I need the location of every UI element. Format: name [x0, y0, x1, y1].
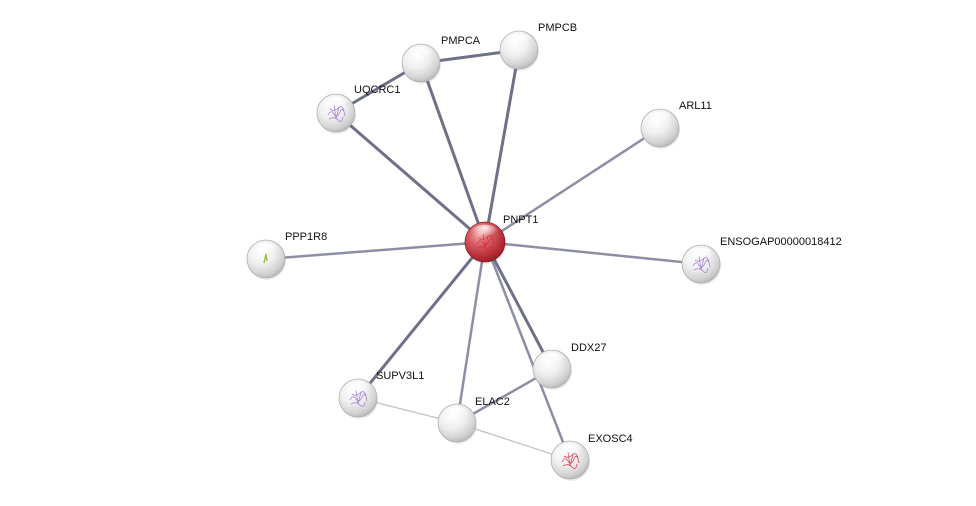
node-ppp1r8[interactable]: PPP1R8 — [246, 231, 327, 280]
node-label-ensogap: ENSOGAP00000018412 — [720, 236, 842, 248]
node-label-exosc4: EXOSC4 — [588, 433, 633, 445]
edge-pnpt1-elac2[interactable] — [455, 240, 487, 425]
node-highlight — [556, 443, 584, 460]
node-label-ppp1r8: PPP1R8 — [285, 231, 327, 243]
node-supv3l1[interactable]: SUPV3L1 — [338, 370, 424, 419]
node-highlight — [322, 96, 350, 113]
node-label-elac2: ELAC2 — [475, 396, 510, 408]
node-highlight — [443, 406, 471, 423]
node-label-supv3l1: SUPV3L1 — [376, 370, 424, 382]
node-label-pmpca: PMPCA — [441, 35, 481, 47]
node-pmpcb[interactable]: PMPCB — [499, 22, 577, 71]
edge-pnpt1-uqcrc1[interactable] — [334, 111, 487, 244]
edge-pnpt1-pmpca[interactable] — [419, 61, 487, 244]
node-highlight — [471, 224, 499, 242]
node-highlight — [646, 111, 674, 128]
edge-pnpt1-ppp1r8[interactable] — [264, 240, 487, 261]
node-label-arl11: ARL11 — [679, 100, 712, 112]
node-highlight — [344, 381, 372, 398]
node-label-uqcrc1: UQCRC1 — [354, 84, 400, 96]
node-pnpt1[interactable]: PNPT1 — [464, 214, 538, 264]
edge-pnpt1-supv3l1[interactable] — [356, 240, 487, 400]
node-ddx27[interactable]: DDX27 — [532, 342, 606, 390]
edge-pnpt1-pmpcb[interactable] — [483, 48, 521, 244]
node-highlight — [407, 46, 435, 63]
edge-elac2-exosc4[interactable] — [456, 422, 571, 461]
node-pmpca[interactable]: PMPCA — [401, 35, 481, 84]
node-exosc4[interactable]: EXOSC4 — [550, 433, 633, 481]
node-label-pnpt1: PNPT1 — [503, 214, 538, 226]
node-ensogap[interactable]: ENSOGAP00000018412 — [681, 236, 842, 285]
node-highlight — [538, 352, 566, 369]
node-arl11[interactable]: ARL11 — [640, 100, 712, 149]
edge-pnpt1-arl11[interactable] — [483, 126, 662, 244]
node-label-ddx27: DDX27 — [571, 342, 606, 354]
node-highlight — [687, 247, 715, 264]
node-highlight — [505, 33, 533, 50]
node-highlight — [252, 242, 280, 259]
edge-pnpt1-ensogap[interactable] — [483, 240, 703, 266]
node-elac2[interactable]: ELAC2 — [437, 396, 510, 444]
edge-pnpt1-ddx27[interactable] — [483, 240, 554, 371]
edge-pnpt1-exosc4[interactable] — [483, 240, 572, 462]
node-uqcrc1[interactable]: UQCRC1 — [316, 84, 400, 134]
node-label-pmpcb: PMPCB — [538, 22, 577, 34]
